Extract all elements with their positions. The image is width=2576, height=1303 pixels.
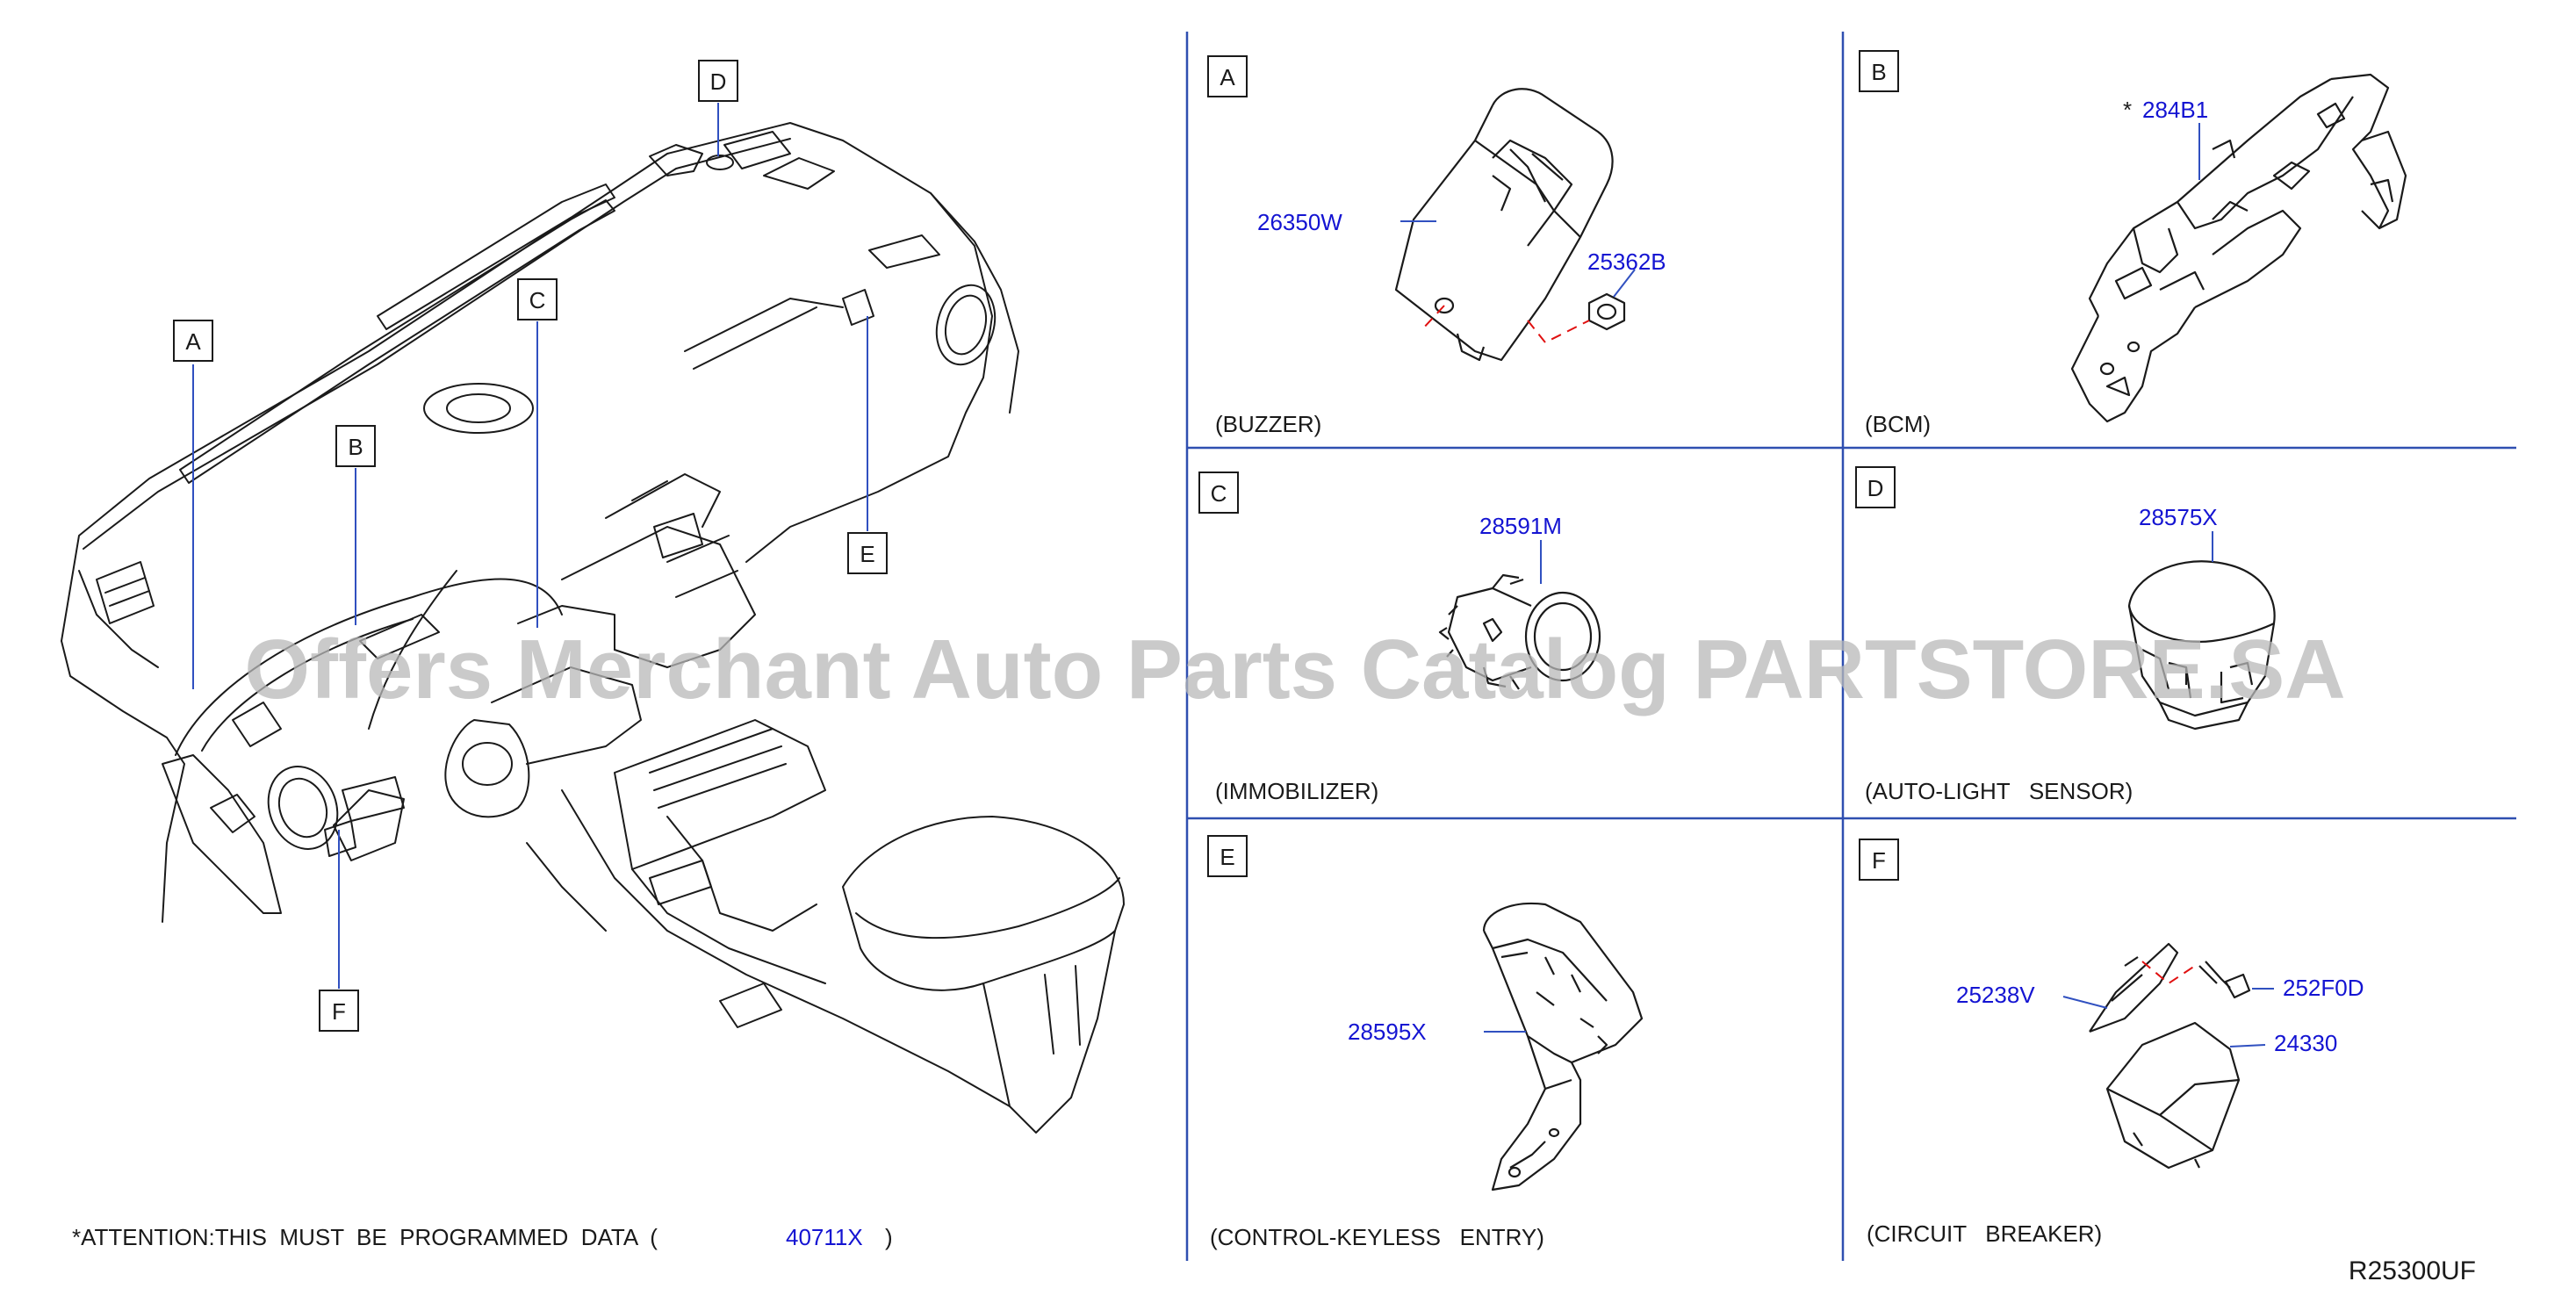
attention-close: ) [885,1224,893,1250]
panel-c-letter: C [1211,480,1227,507]
breaker-dash-lines [2141,961,2196,985]
panel-d: D 28575X (AUTO-LIGHT SENSOR) [1855,466,2276,804]
panel-d-letter: D [1867,475,1884,501]
panel-a-letter: A [1220,64,1235,90]
callout-c-label: C [529,287,546,313]
panel-b: B * 284B1 (BCM) [1859,50,2407,437]
panel-f-box [1859,839,1899,881]
breaker-leaders [2062,988,2274,1047]
panel-dividers [1185,32,2516,1261]
panel-e-letter: E [1220,844,1234,870]
panel-e-caption: (CONTROL-KEYLESS ENTRY) [1210,1224,1544,1250]
part-number-28575x[interactable]: 28575X [2139,504,2218,530]
callout-b: B [335,425,376,467]
callout-d: D [698,60,738,102]
callout-a-label: A [185,328,201,355]
part-number-252f0d[interactable]: 252F0D [2283,975,2364,1001]
circuit-breaker-drawing [2089,942,2251,1170]
panel-b-letter: B [1871,59,1886,85]
attention-part-number[interactable]: 40711X [786,1224,863,1250]
overview-callouts: A B C D E F [173,60,888,1032]
panel-f-letter: F [1872,847,1886,874]
diagram-code: R25300UF [2349,1256,2476,1285]
callout-f: F [319,990,359,1032]
dashboard-overview-drawing [61,122,1125,1134]
panel-a: A 26350W 25362B (BUZZER) [1207,55,1666,437]
overview-leaders [192,103,868,989]
part-number-25362b[interactable]: 25362B [1587,248,1666,275]
callout-b-label: B [348,434,363,460]
part-number-25238v[interactable]: 25238V [1956,982,2035,1008]
panel-d-caption: (AUTO-LIGHT SENSOR) [1865,778,2133,804]
panel-a-caption: (BUZZER) [1215,411,1321,437]
panel-e: E 28595X (CONTROL-KEYLESS ENTRY) [1207,835,1644,1250]
buzzer-dash-lines [1421,305,1590,344]
panel-e-box [1207,835,1248,877]
panel-b-box [1859,50,1899,92]
buzzer-drawing [1394,88,1626,362]
panel-a-box [1207,55,1248,97]
watermark: Offers Merchant Auto Parts Catalog PARTS… [244,623,2345,716]
bcm-star: * [2123,97,2132,123]
keyless-entry-drawing [1482,902,1644,1191]
callout-e: E [847,532,888,574]
panel-b-caption: (BCM) [1865,411,1931,437]
panel-c: C 28591M (IMMOBILIZER) [1198,472,1601,804]
part-number-28591m[interactable]: 28591M [1479,513,1562,539]
panel-c-box [1198,472,1239,514]
attention-text: *ATTENTION:THIS MUST BE PROGRAMMED DATA … [72,1224,658,1250]
part-number-28595x[interactable]: 28595X [1348,1019,1427,1045]
callout-a: A [173,320,213,362]
part-number-26350w[interactable]: 26350W [1257,209,1342,235]
callout-e-label: E [860,541,874,567]
panel-c-caption: (IMMOBILIZER) [1215,778,1378,804]
callout-c: C [517,278,558,320]
part-number-284b1[interactable]: 284B1 [2142,97,2208,123]
callout-d-label: D [710,68,727,95]
panel-d-box [1855,466,1896,508]
callout-f-label: F [332,998,346,1025]
panel-f: F 25238V 252F0D 24330 (CIRCUIT BREAKER) [1859,839,2364,1247]
bcm-drawing [2070,73,2407,423]
buzzer-leaders [1400,220,1636,298]
panel-f-caption: (CIRCUIT BREAKER) [1867,1220,2102,1247]
part-number-24330[interactable]: 24330 [2274,1030,2337,1056]
attention-note: *ATTENTION:THIS MUST BE PROGRAMMED DATA … [72,1224,893,1250]
auto-light-sensor-drawing [2127,560,2276,731]
immobilizer-drawing [1438,573,1601,690]
